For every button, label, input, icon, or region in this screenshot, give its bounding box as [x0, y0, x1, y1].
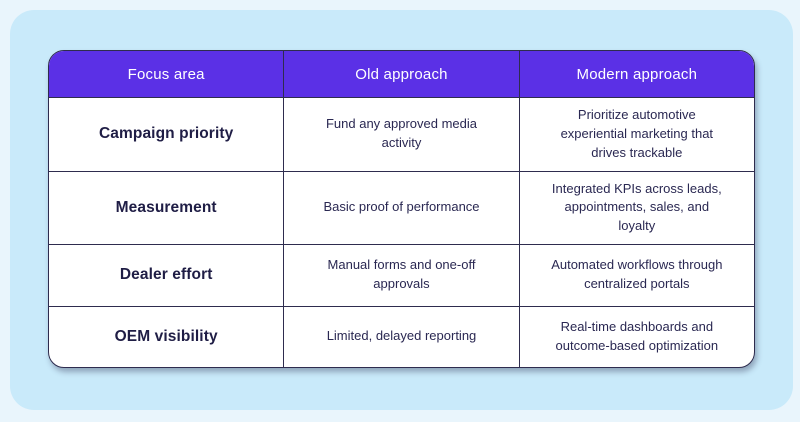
cell-modern-oem-visibility: Real-time dashboards and outcome-based o…: [518, 306, 754, 367]
table-row: Dealer effort Manual forms and one-off a…: [49, 244, 754, 306]
row-label-oem-visibility: OEM visibility: [114, 327, 218, 345]
row-label-dealer-effort: Dealer effort: [119, 266, 213, 284]
cell-old-campaign-priority: Fund any approved media activity: [283, 98, 518, 171]
header-cell-modern-approach: Modern approach: [518, 51, 754, 97]
row-label-campaign-priority: Campaign priority: [99, 125, 234, 143]
cell-old-dealer-effort: Manual forms and one-off approvals: [283, 245, 518, 306]
cell-old-oem-visibility: Limited, delayed reporting: [283, 306, 518, 367]
table-row: OEM visibility Limited, delayed reportin…: [49, 305, 754, 367]
cell-old-measurement: Basic proof of performance: [283, 171, 518, 245]
header-cell-focus-area: Focus area: [127, 65, 205, 83]
row-label-measurement: Measurement: [115, 198, 217, 216]
cell-modern-campaign-priority: Prioritize automotive experiential marke…: [518, 98, 754, 171]
table-header-row: Focus area Old approach Modern approach: [49, 51, 754, 98]
cell-modern-measurement: Integrated KPIs across leads, appointmen…: [518, 171, 754, 245]
comparison-table-card: Focus area Old approach Modern approach …: [48, 50, 755, 368]
cell-modern-dealer-effort: Automated workflows through centralized …: [518, 245, 754, 306]
table-row: Measurement Basic proof of performance I…: [49, 170, 754, 245]
table-row: Campaign priority Fund any approved medi…: [49, 98, 754, 171]
header-cell-old-approach: Old approach: [283, 51, 518, 97]
